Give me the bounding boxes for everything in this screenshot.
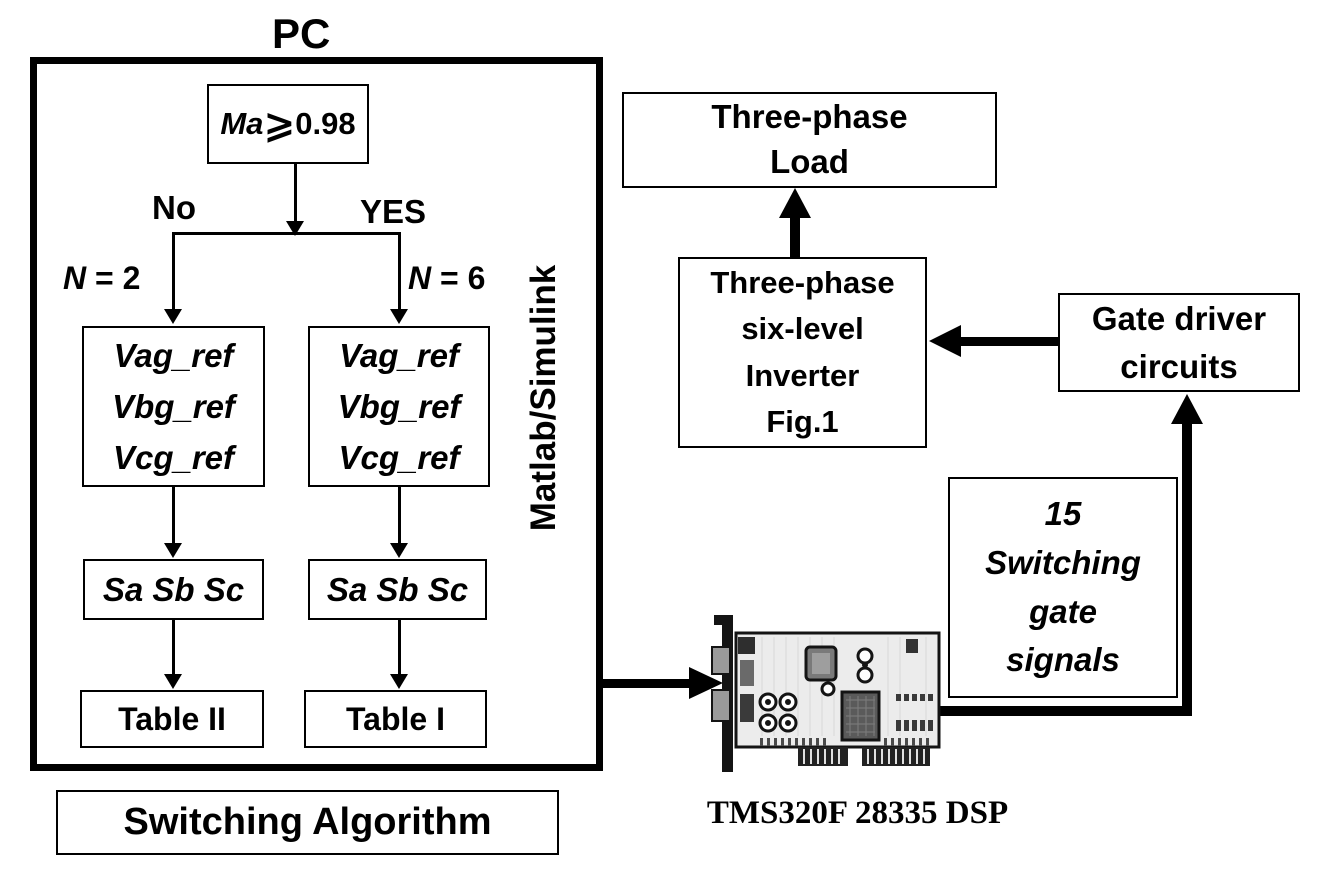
table-box-no: Table II xyxy=(80,690,264,748)
dsp-caption: TMS320F 28335 DSP xyxy=(706,795,1009,831)
pc-dsp-shaft xyxy=(600,679,690,688)
vref-sa-yes-arrowhead-icon xyxy=(390,543,408,558)
matlab-simulink-label: Matlab/Simulink xyxy=(524,264,563,532)
switching-algorithm-caption: Switching Algorithm xyxy=(56,790,559,855)
yes-branch-label: YES xyxy=(360,193,427,230)
sa-table-no-arrowhead-icon xyxy=(164,674,182,689)
inverter-box: Three-phase six-level Inverter Fig.1 xyxy=(678,257,927,448)
dsp-gate-horizontal-shaft xyxy=(938,706,1192,716)
gate-driver-line2: circuits xyxy=(1120,347,1238,385)
table-box-yes: Table I xyxy=(304,690,487,748)
pc-title: PC xyxy=(272,10,331,57)
gate-signals-line3: gate xyxy=(1029,592,1097,630)
gate-signals-line4: signals xyxy=(1006,641,1120,679)
decision-connector-shaft xyxy=(294,164,297,222)
gate-signals-line1: 15 xyxy=(1044,494,1082,532)
decision-box: Ma⩾0.98 xyxy=(207,84,369,164)
sa-table-no-shaft xyxy=(172,620,175,675)
sa-box-no: Sa Sb Sc xyxy=(83,559,264,620)
inverter-line1: Three-phase xyxy=(710,264,895,300)
inverter-line2: six-level xyxy=(741,311,864,346)
load-line1: Three-phase xyxy=(711,98,908,136)
dsp-gate-arrowhead-icon xyxy=(1171,394,1203,424)
vref-no-line3: Vcg_ref xyxy=(112,439,235,477)
vref-box-no: Vag_ref Vbg_ref Vcg_ref xyxy=(82,326,265,487)
inverter-line4: Fig.1 xyxy=(766,404,839,439)
sa-box-yes: Sa Sb Sc xyxy=(308,559,487,620)
vref-no-line2: Vbg_ref xyxy=(112,387,235,425)
vref-yes-line2: Vbg_ref xyxy=(337,387,461,425)
yes-branch-shaft xyxy=(398,232,401,310)
gate-driver-line1: Gate driver xyxy=(1091,299,1267,337)
inverter-load-arrowhead-icon xyxy=(779,188,811,218)
gate-signals-box: 15 Switching gate signals xyxy=(948,477,1178,698)
vref-sa-no-arrowhead-icon xyxy=(164,543,182,558)
dsp-gate-vertical-shaft xyxy=(1182,424,1192,716)
no-branch-label: No xyxy=(152,189,196,226)
vref-yes-line1: Vag_ref xyxy=(339,336,459,374)
load-line2: Load xyxy=(770,143,849,180)
branch-line xyxy=(173,232,401,235)
yes-branch-arrowhead-icon xyxy=(390,309,408,324)
gate-signals-line2: Switching xyxy=(985,543,1141,581)
greater-equal-operator: ⩾ xyxy=(263,102,296,146)
inverter-line3: Inverter xyxy=(745,357,860,393)
gate-driver-box: Gate driver circuits xyxy=(1058,293,1300,392)
no-branch-arrowhead-icon xyxy=(164,309,182,324)
decision-threshold: 0.98 xyxy=(295,106,356,141)
n6-variable: N xyxy=(408,260,432,296)
no-branch-shaft xyxy=(172,232,175,310)
inverter-load-shaft xyxy=(790,214,800,258)
vref-no-line1: Vag_ref xyxy=(113,336,234,374)
n6-value: = 6 xyxy=(440,260,486,296)
n2-label: N = 2 xyxy=(63,260,140,297)
n2-variable: N xyxy=(63,260,87,296)
n2-value: = 2 xyxy=(95,260,141,296)
decision-variable: Ma xyxy=(220,106,264,141)
n6-label: N = 6 xyxy=(408,260,485,297)
vref-sa-yes-shaft xyxy=(398,487,401,544)
load-box: Three-phase Load xyxy=(622,92,997,188)
dsp-board-image xyxy=(711,615,941,772)
sa-table-yes-shaft xyxy=(398,620,401,675)
vref-sa-no-shaft xyxy=(172,487,175,544)
gate-inverter-arrowhead-icon xyxy=(929,325,961,357)
vref-box-yes: Vag_ref Vbg_ref Vcg_ref xyxy=(308,326,490,487)
gate-inverter-shaft xyxy=(958,337,1058,346)
vref-yes-line3: Vcg_ref xyxy=(338,439,460,477)
sa-table-yes-arrowhead-icon xyxy=(390,674,408,689)
